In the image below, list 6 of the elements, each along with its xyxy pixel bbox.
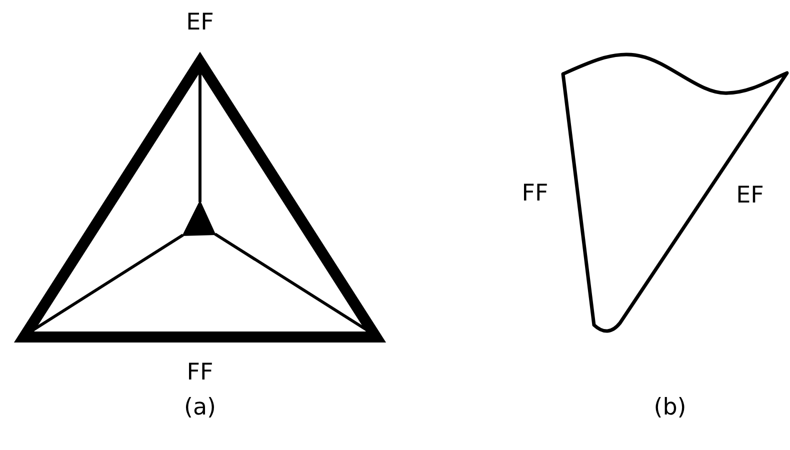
- axis-label: (b): [654, 396, 686, 420]
- axis-label: (a): [184, 396, 216, 420]
- axis-label: FF: [522, 182, 548, 206]
- axis-label: EF: [186, 12, 214, 34]
- axis-label: EF: [736, 184, 764, 208]
- axis-label: FF: [186, 362, 214, 384]
